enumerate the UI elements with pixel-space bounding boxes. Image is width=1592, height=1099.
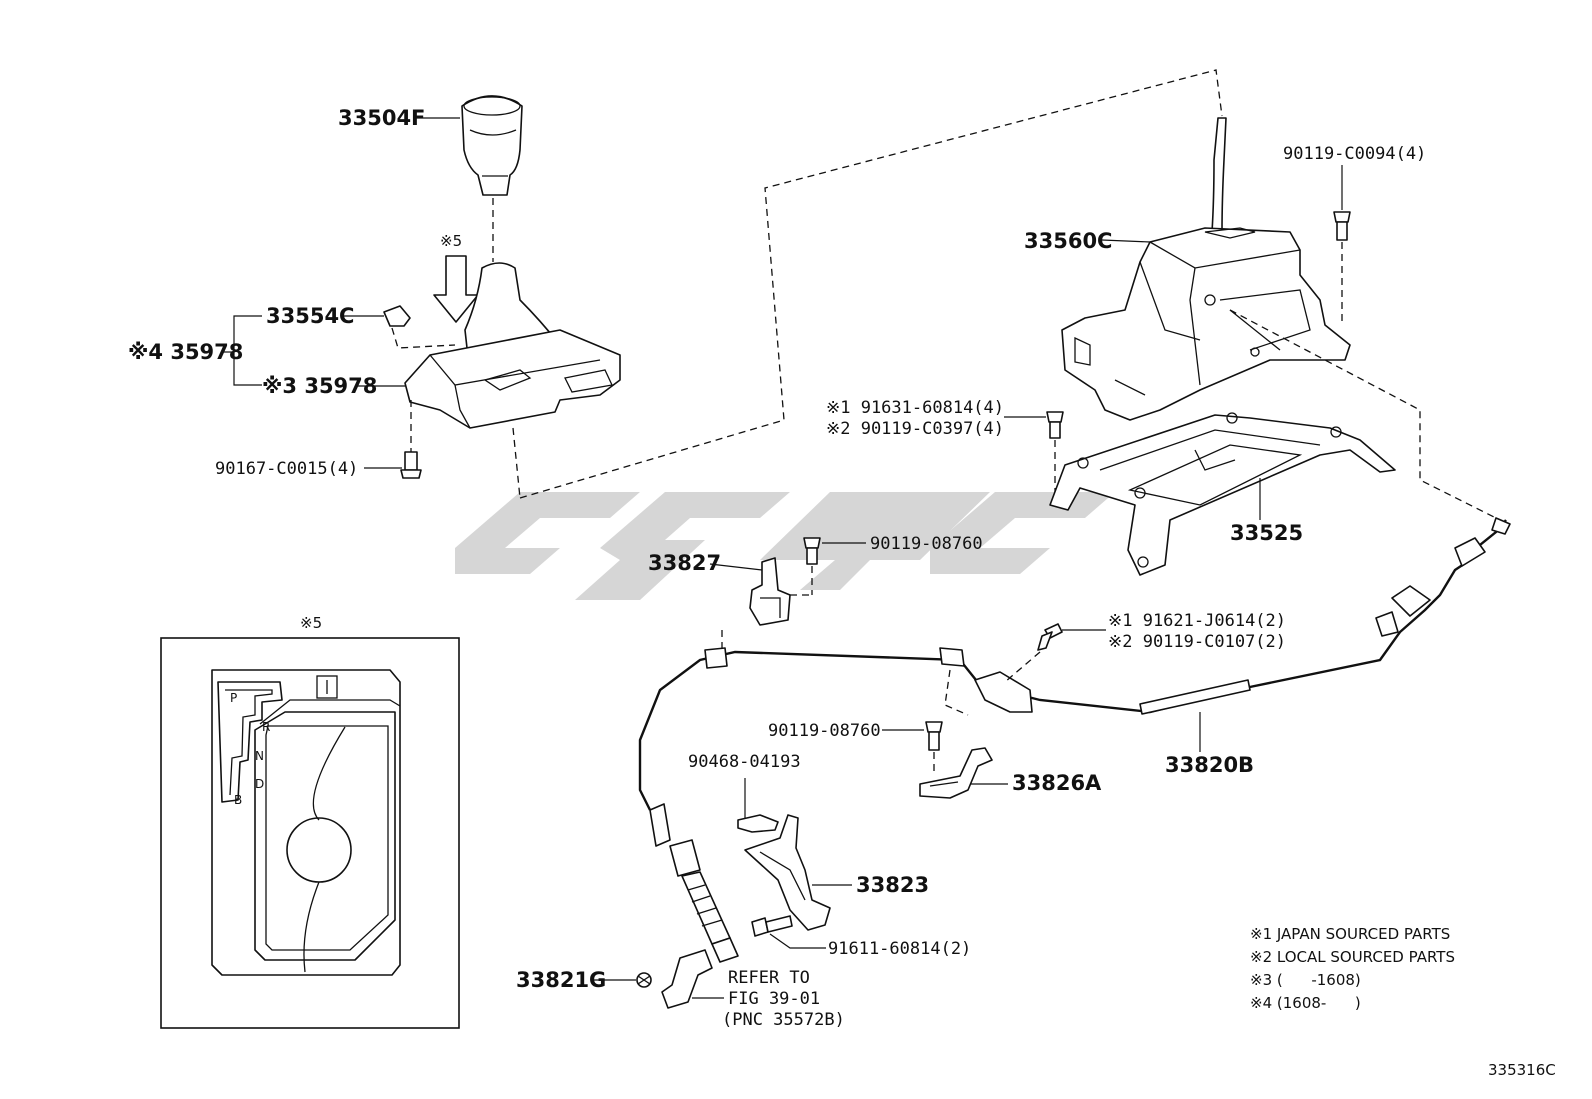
note-4: ※4 (1608- ) <box>1250 994 1361 1012</box>
label-33823: 33823 <box>856 873 929 897</box>
connector-dashed <box>519 69 1223 499</box>
watermark-logo <box>455 492 1115 600</box>
label-33525: 33525 <box>1230 521 1303 545</box>
gate-D: D <box>255 777 264 791</box>
label-91621: ※1 91621-J0614(2) <box>1108 611 1286 631</box>
bolt-91621-J0614[interactable] <box>1004 623 1063 683</box>
label-90167: 90167-C0015(4) <box>215 459 358 479</box>
label-33826A: 33826A <box>1012 771 1102 795</box>
inset-panel-gate <box>160 637 460 1029</box>
cable-bracket-refer[interactable] <box>661 949 713 1009</box>
label-91611: 91611-60814(2) <box>828 939 971 959</box>
label-note5-arrow: ※5 <box>440 232 462 250</box>
control-cable-33820B[interactable] <box>638 517 1511 963</box>
bolt-91631-60814[interactable] <box>1046 411 1064 498</box>
label-refer-to: REFER TO <box>728 968 810 988</box>
gate-N: N <box>255 749 264 763</box>
label-90119-08760-a: 90119-08760 <box>870 534 983 554</box>
bolt-90119-C0094[interactable] <box>1333 165 1351 322</box>
retainer-33821G[interactable] <box>636 972 652 988</box>
clip-33554C[interactable] <box>383 305 456 349</box>
label-33821G: 33821G <box>516 968 606 992</box>
bolt-91611-60814[interactable] <box>751 915 793 937</box>
note-3: ※3 ( -1608) <box>1250 971 1361 989</box>
bolt-90119-08760-a[interactable] <box>803 537 821 595</box>
shift-lever-assy-33560C[interactable] <box>1061 117 1351 421</box>
gate-B: B <box>234 793 242 807</box>
inset-title: ※5 <box>300 614 322 632</box>
shift-boot-bracket-35978[interactable] <box>404 262 621 499</box>
bracket-33823[interactable] <box>744 814 831 931</box>
label-90468: 90468-04193 <box>688 752 801 772</box>
figure-id: 335316C <box>1488 1061 1556 1079</box>
note-1: ※1 JAPAN SOURCED PARTS <box>1250 925 1450 943</box>
label-35978-m3: ※3 35978 <box>262 374 377 398</box>
connector-dashed-2 <box>1229 309 1501 521</box>
label-90119-C0107: ※2 90119-C0107(2) <box>1108 632 1286 652</box>
gate-R: R <box>262 720 270 734</box>
clamp-33826A[interactable] <box>919 747 993 799</box>
bolt-90119-08760-b[interactable] <box>925 721 943 775</box>
label-33827: 33827 <box>648 551 721 575</box>
gate-P: P <box>230 691 237 705</box>
bracket-33525[interactable] <box>1049 412 1396 576</box>
label-90119-C0094: 90119-C0094(4) <box>1283 144 1426 164</box>
note-2: ※2 LOCAL SOURCED PARTS <box>1250 948 1455 966</box>
label-33554C: 33554C <box>266 304 354 328</box>
label-90119-C0397: ※2 90119-C0397(4) <box>826 419 1004 439</box>
label-33820B: 33820B <box>1165 753 1254 777</box>
notes-block: ※1 JAPAN SOURCED PARTS ※2 LOCAL SOURCED … <box>1250 925 1455 1012</box>
arrow-icon <box>433 255 479 323</box>
label-33504F: 33504F <box>338 106 425 130</box>
label-refer-pnc: (PNC 35572B) <box>722 1010 845 1030</box>
bolt-90167[interactable] <box>400 400 422 479</box>
label-35978-m4: ※4 35978 <box>128 340 243 364</box>
label-33560C: 33560C <box>1024 229 1112 253</box>
label-91631: ※1 91631-60814(4) <box>826 398 1004 418</box>
label-90119-08760-b: 90119-08760 <box>768 721 881 741</box>
shift-knob-33504F[interactable] <box>461 95 523 262</box>
label-refer-fig: FIG 39-01 <box>728 989 820 1009</box>
clamp-33827[interactable] <box>721 557 810 650</box>
clip-90468-04193[interactable] <box>737 778 779 833</box>
connector-dashed-3 <box>944 669 969 716</box>
